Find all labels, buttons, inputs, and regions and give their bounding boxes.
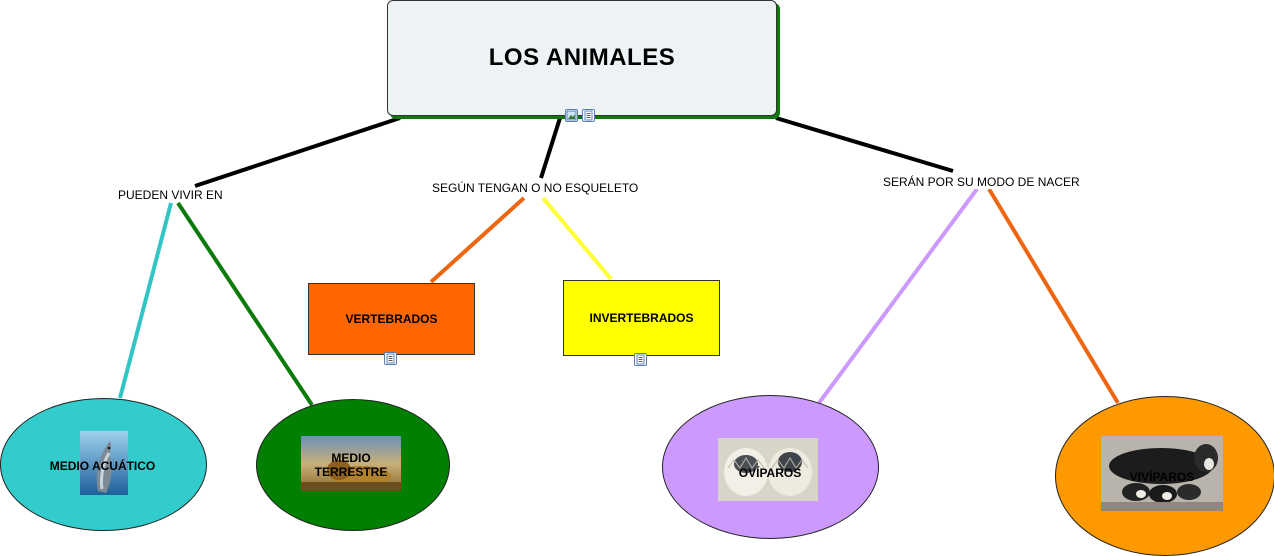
hatching-eggs-photo <box>718 438 818 501</box>
connector-habitat-terrestrial <box>176 201 314 407</box>
link-label-skeleton: SEGÚN TENGAN O NO ESQUELETO <box>430 181 641 195</box>
image-resource-icon[interactable] <box>565 109 578 122</box>
connector-root-skeleton <box>539 117 562 179</box>
terrestrial-node[interactable] <box>256 399 450 531</box>
viviparous-label: VIVÍPAROS <box>1129 470 1195 484</box>
connector-root-birth <box>775 116 954 173</box>
root-title: LOS ANIMALES <box>488 44 676 71</box>
link-label-habitat: PUEDEN VIVIR EN <box>116 188 225 202</box>
document-resource-icon[interactable] <box>634 353 647 366</box>
dolphin-photo <box>80 431 128 495</box>
vertebrates-label: VERTEBRADOS <box>345 312 438 326</box>
oviparous-label: OVÍPAROS <box>738 466 802 480</box>
connector-root-habitat <box>194 116 401 188</box>
connector-birth-viviparous <box>987 187 1120 405</box>
connector-skeleton-vertebrates <box>429 196 526 284</box>
lion-photo <box>301 436 401 491</box>
link-label-birth: SERÁN POR SU MODO DE NACER <box>881 175 1082 189</box>
connector-habitat-aquatic <box>118 202 173 399</box>
aquatic-label: MEDIO ACUÁTICO <box>49 459 156 473</box>
invertebrates-node[interactable]: INVERTEBRADOS <box>563 280 720 356</box>
invertebrates-label: INVERTEBRADOS <box>589 311 694 325</box>
document-resource-icon[interactable] <box>582 109 595 122</box>
connector-skeleton-invertebrates <box>541 196 613 281</box>
connector-birth-oviparous <box>817 187 979 405</box>
dog-with-puppies-photo <box>1101 436 1223 511</box>
document-resource-icon[interactable] <box>384 352 397 365</box>
terrestrial-label: MEDIO TERRESTRE <box>314 451 388 479</box>
root-node[interactable]: LOS ANIMALES <box>387 0 777 116</box>
vertebrates-node[interactable]: VERTEBRADOS <box>308 283 475 355</box>
